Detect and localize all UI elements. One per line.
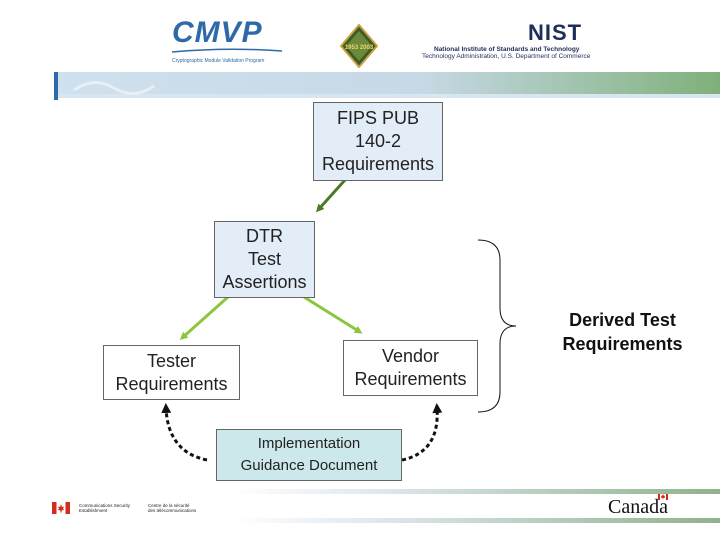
cmvp-logo: CMVP Cryptographic Module Validation Pro… [172,18,282,64]
fips-requirements-box: FIPS PUB 140-2 Requirements [313,102,443,181]
implementation-guidance-box: Implementation Guidance Document [216,429,402,481]
cmvp-logo-swoosh [172,48,282,53]
arrow-ig-to-tester [161,403,208,462]
canada-wordmark: Canada [608,494,668,519]
cse-name-french: Centre de la sécurité des télécommunicat… [148,503,197,513]
footer-band [230,489,720,523]
nist-name-line: National Institute of Standards and Tech… [434,46,580,53]
arrow-ig-to-vendor [401,403,443,462]
badge-text: 1953 2003 [345,45,374,51]
cse-name-english: Communications Security Establishment [79,503,131,513]
header-band [54,72,720,100]
nist-logo-text: NIST [528,20,583,45]
cse-logo: Communications Security Establishment Ce… [52,498,227,518]
tester-requirements-box: Tester Requirements [103,345,240,400]
nist-logo: NIST National Institute of Standards and… [420,22,600,66]
vendor-requirements-box: Vendor Requirements [343,340,478,396]
canada-wordmark-flag-icon [658,494,668,500]
arrow-dtr-to-tester [179,295,229,340]
canada-flag-icon [52,502,70,514]
derived-test-requirements-label: Derived Test Requirements [562,310,683,354]
anniversary-badge: 1953 2003 [340,24,378,68]
cmvp-logo-text: CMVP [172,16,263,49]
arrow-fips-to-dtr [315,178,347,213]
arrow-dtr-to-vendor [303,295,363,334]
nist-department-line: Technology Administration, U.S. Departme… [422,53,591,60]
derived-bracket [477,239,517,413]
canada-wordmark-text: Canada [608,496,668,518]
cmvp-logo-subtitle: Cryptographic Module Validation Program [172,58,265,64]
dtr-test-assertions-box: DTR Test Assertions [214,221,315,298]
